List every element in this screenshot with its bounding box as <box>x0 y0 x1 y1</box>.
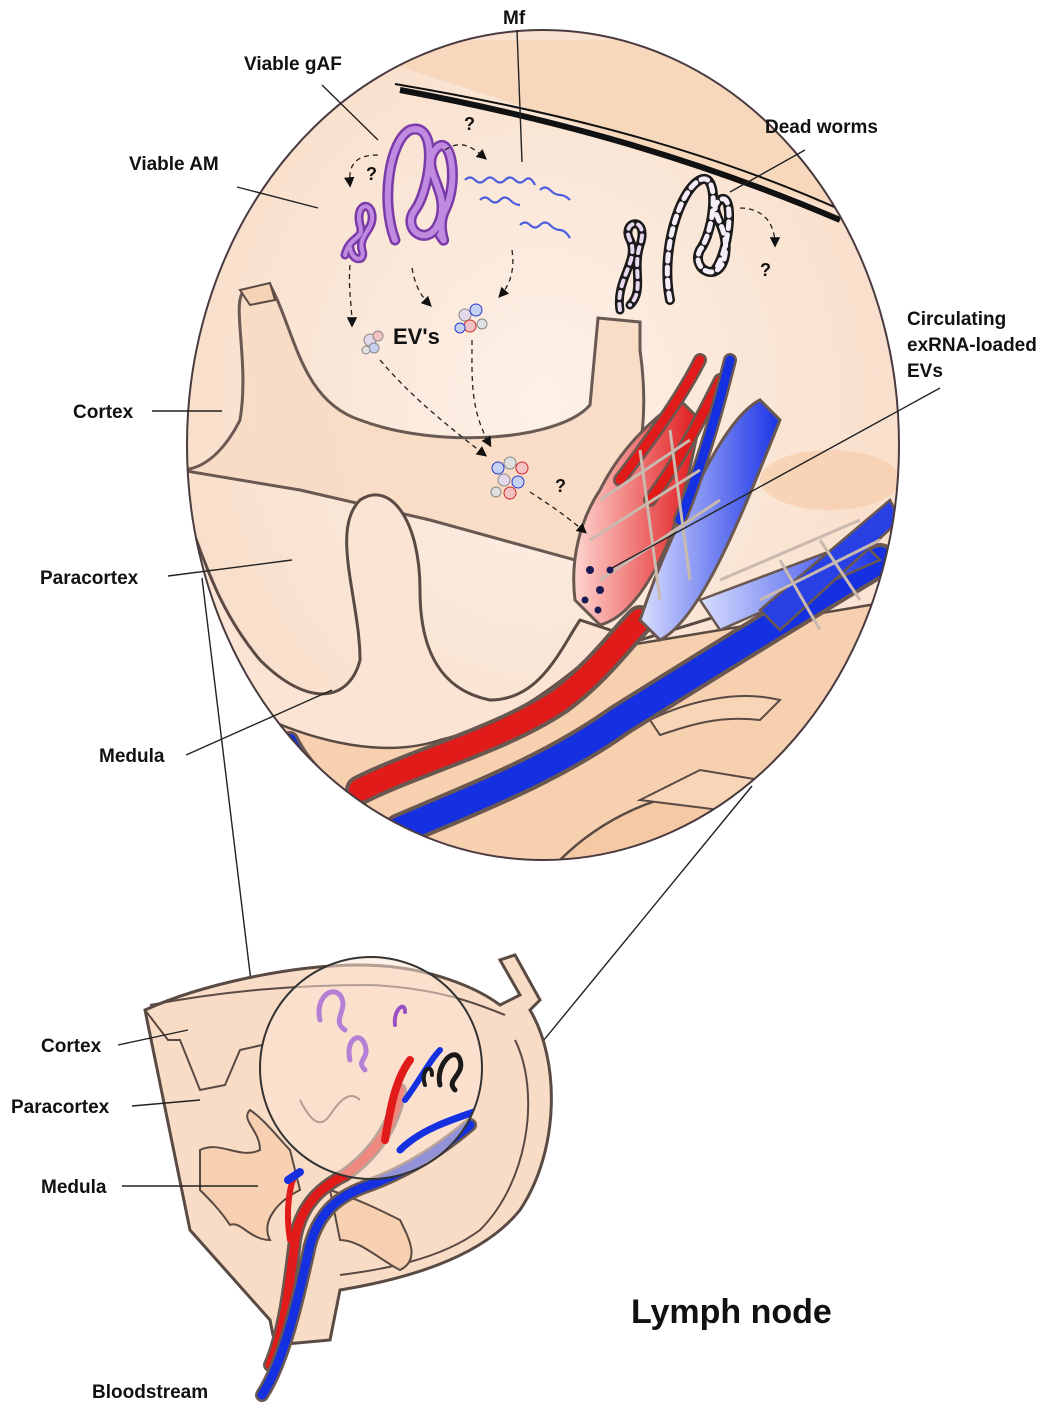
label-medula-zoom: Medula <box>99 746 165 767</box>
label-evs: EV's <box>393 324 440 349</box>
label-circulating-2: exRNA-loaded <box>907 335 1037 356</box>
label-medula-node: Medula <box>41 1177 107 1198</box>
label-dead-worms: Dead worms <box>765 117 878 138</box>
label-cortex-node: Cortex <box>41 1036 102 1057</box>
zoom-detail-circle <box>180 30 900 870</box>
label-circulating-1: Circulating <box>907 309 1006 330</box>
label-mf: Mf <box>503 8 526 29</box>
label-circulating-3: EVs <box>907 361 943 382</box>
label-viable-gaf: Viable gAF <box>244 54 342 75</box>
label-paracortex-zoom: Paracortex <box>40 568 139 589</box>
question-mark-2: ? <box>366 164 377 184</box>
question-mark-1: ? <box>464 114 475 134</box>
question-mark-3: ? <box>760 260 771 280</box>
lymph-node-overview <box>145 955 551 1395</box>
label-paracortex-node: Paracortex <box>11 1097 110 1118</box>
question-mark-4: ? <box>555 476 566 496</box>
label-bloodstream: Bloodstream <box>92 1382 208 1403</box>
label-viable-am: Viable AM <box>129 154 219 175</box>
diagram-title: Lymph node <box>631 1293 832 1331</box>
label-cortex-zoom: Cortex <box>73 402 134 423</box>
